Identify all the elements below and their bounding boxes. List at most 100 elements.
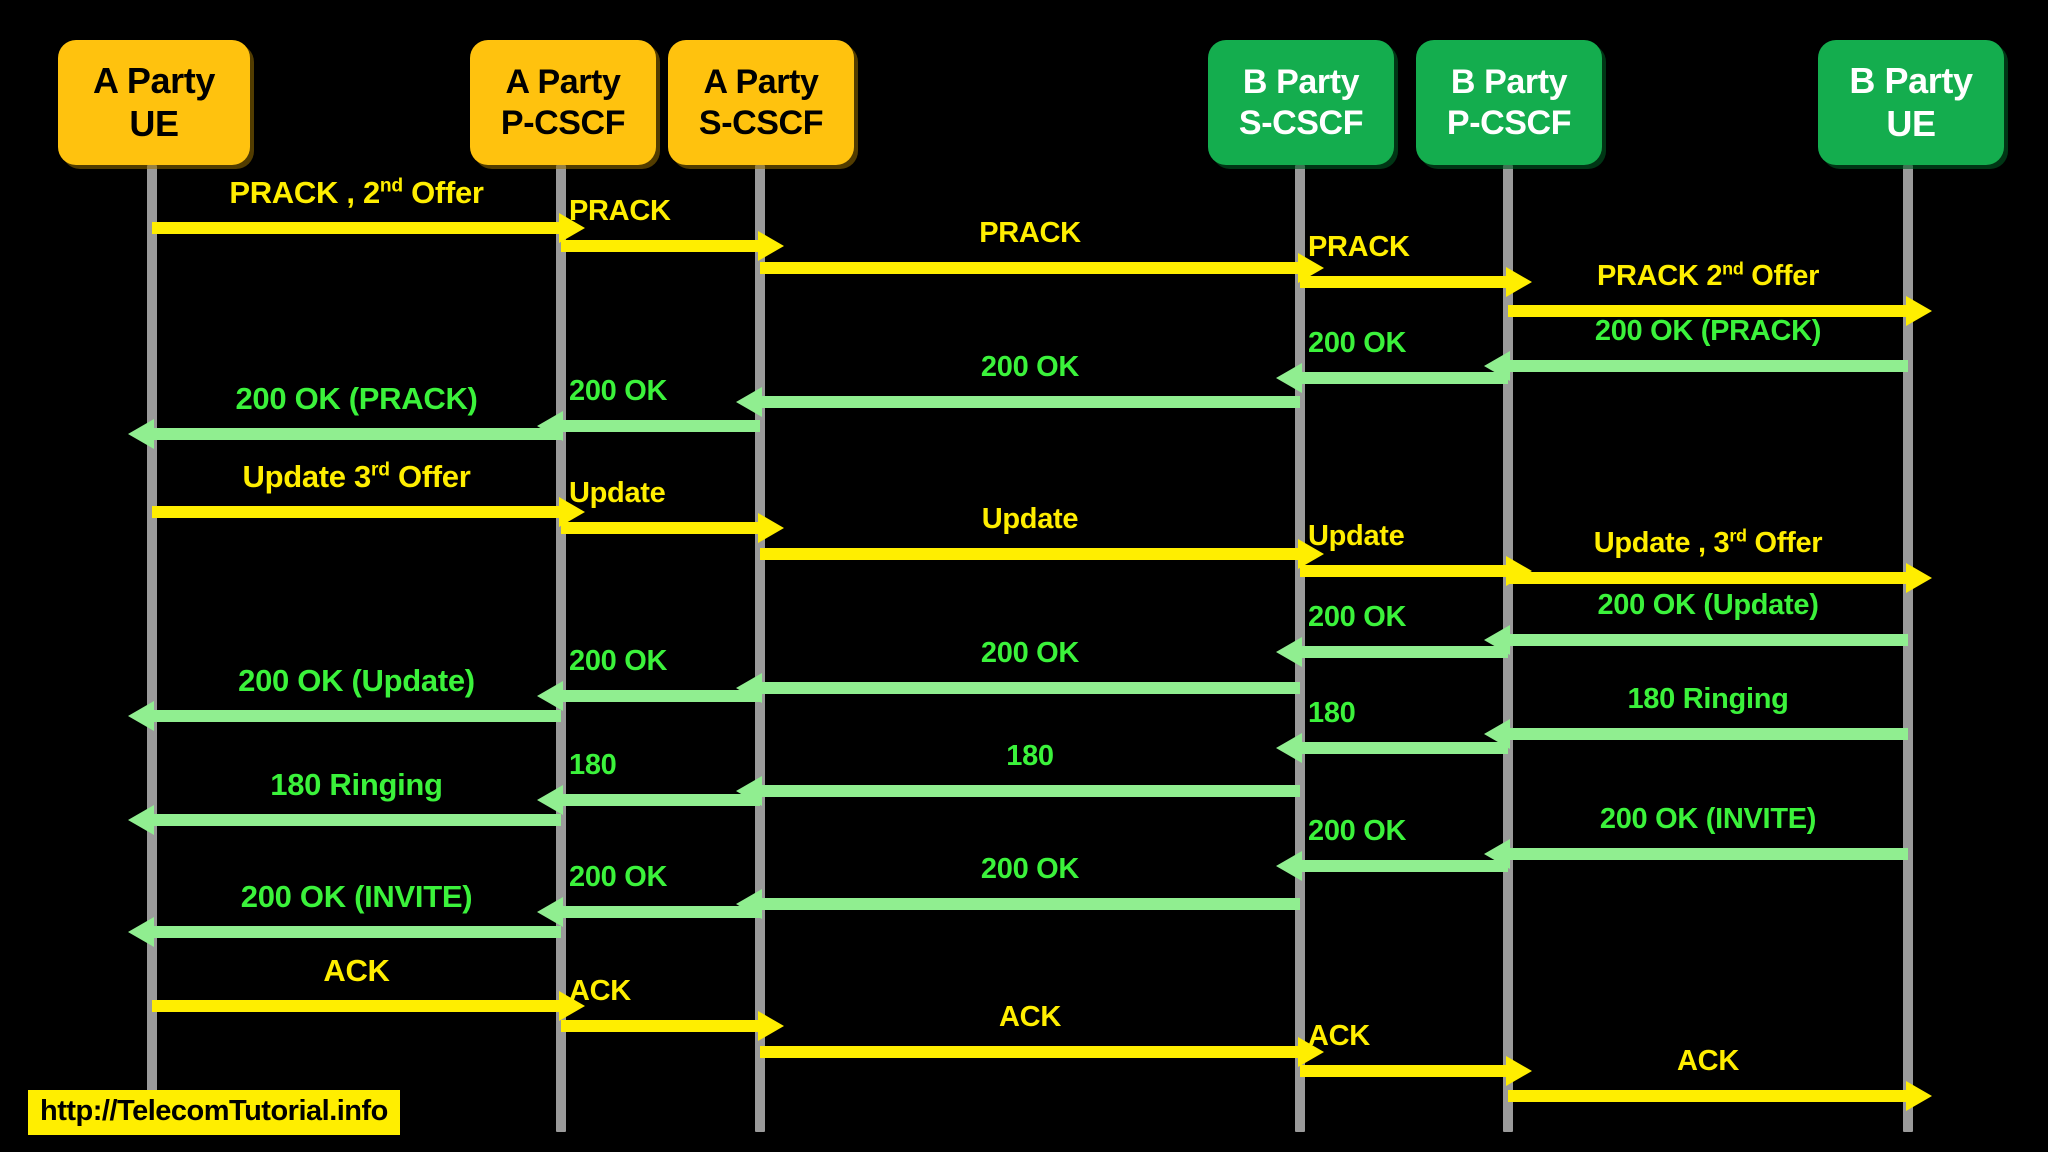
message-shaft bbox=[152, 222, 561, 234]
message-shaft bbox=[152, 506, 561, 518]
message-text: 200 OK bbox=[980, 853, 1080, 885]
arrowhead-icon bbox=[128, 917, 154, 947]
message-label: 180 Ringing bbox=[1627, 685, 1788, 714]
message-label: 180 bbox=[1006, 742, 1054, 771]
message-label: Update bbox=[982, 505, 1079, 534]
message-shaft bbox=[760, 898, 1300, 910]
arrowhead-icon bbox=[559, 213, 585, 243]
message-label: Update , 3rd Offer bbox=[1593, 526, 1823, 559]
message-shaft bbox=[1508, 848, 1908, 860]
arrowhead-icon bbox=[1906, 296, 1932, 326]
message-label: 180 Ringing bbox=[270, 767, 443, 802]
arrowhead-icon bbox=[1506, 267, 1532, 297]
lifeline-a-pcscf bbox=[556, 165, 566, 1132]
message-shaft bbox=[561, 240, 760, 252]
message-ordinal-suffix: nd bbox=[1722, 258, 1744, 279]
message-text: 200 OK (INVITE) bbox=[240, 879, 473, 914]
message-shaft bbox=[561, 420, 760, 432]
message-shaft bbox=[1508, 360, 1908, 372]
message-shaft bbox=[152, 926, 561, 938]
message-text-after: Offer bbox=[1746, 527, 1823, 559]
arrowhead-icon bbox=[537, 785, 563, 815]
message-shaft bbox=[1508, 634, 1908, 646]
message-text: 200 OK (PRACK) bbox=[1594, 315, 1822, 347]
message-text: Update bbox=[1308, 520, 1405, 552]
message-text: 200 OK bbox=[1308, 601, 1407, 633]
arrowhead-icon bbox=[1506, 1056, 1532, 1086]
message-label: 180 bbox=[1308, 699, 1356, 728]
message-text: 180 Ringing bbox=[1627, 683, 1789, 715]
message-shaft bbox=[760, 548, 1300, 560]
arrowhead-icon bbox=[559, 991, 585, 1021]
message-text: PRACK , 2 bbox=[229, 175, 380, 210]
message-ordinal-suffix: rd bbox=[371, 459, 390, 481]
message-shaft bbox=[1300, 646, 1508, 658]
message-text: 200 OK bbox=[569, 645, 668, 677]
message-label: 200 OK bbox=[569, 863, 667, 892]
message-label: 200 OK bbox=[569, 377, 667, 406]
message-text: Update , 3 bbox=[1593, 527, 1730, 559]
arrowhead-icon bbox=[128, 419, 154, 449]
message-shaft bbox=[152, 1000, 561, 1012]
message-label: 200 OK bbox=[1308, 603, 1406, 632]
message-label: 200 OK (INVITE) bbox=[1600, 805, 1817, 834]
message-label: ACK bbox=[999, 1003, 1061, 1032]
site-url-badge[interactable]: http://TelecomTutorial.info bbox=[28, 1090, 400, 1135]
lifeline-a-ue bbox=[147, 165, 157, 1132]
message-text: 200 OK bbox=[1308, 815, 1407, 847]
message-text: ACK bbox=[1677, 1045, 1739, 1077]
arrowhead-icon bbox=[537, 681, 563, 711]
actor-label-line1: A Party bbox=[703, 63, 819, 102]
message-label: 200 OK (Update) bbox=[238, 665, 475, 696]
message-label: 200 OK bbox=[981, 639, 1079, 668]
message-text: 180 bbox=[1006, 740, 1054, 772]
actor-label-line2: S-CSCF bbox=[698, 103, 824, 142]
message-text: 200 OK (PRACK) bbox=[235, 381, 478, 416]
message-text: 180 bbox=[569, 749, 617, 781]
message-shaft bbox=[152, 428, 561, 440]
message-text: 200 OK (Update) bbox=[238, 663, 475, 698]
message-shaft bbox=[1508, 305, 1908, 317]
message-shaft bbox=[760, 785, 1300, 797]
arrowhead-icon bbox=[758, 1011, 784, 1041]
message-label: 180 bbox=[569, 751, 617, 780]
message-text: 200 OK bbox=[980, 637, 1080, 669]
arrowhead-icon bbox=[1276, 851, 1302, 881]
arrowhead-icon bbox=[758, 231, 784, 261]
message-shaft bbox=[1508, 1090, 1908, 1102]
actor-label-line1: A Party bbox=[93, 60, 215, 102]
arrowhead-icon bbox=[128, 805, 154, 835]
message-shaft bbox=[1300, 276, 1508, 288]
arrowhead-icon bbox=[1276, 637, 1302, 667]
actor-label-line1: B Party bbox=[1450, 63, 1568, 102]
message-label: ACK bbox=[1677, 1047, 1739, 1076]
message-text: PRACK 2 bbox=[1596, 260, 1723, 292]
actor-label-line2: UE bbox=[1886, 102, 1936, 144]
message-shaft bbox=[1300, 1065, 1508, 1077]
message-shaft bbox=[561, 522, 760, 534]
actor-label-line2: S-CSCF bbox=[1238, 103, 1364, 142]
lifeline-b-ue bbox=[1903, 165, 1913, 1132]
message-label: 200 OK bbox=[1308, 817, 1406, 846]
message-label: PRACK bbox=[979, 219, 1081, 248]
message-shaft bbox=[152, 710, 561, 722]
actor-label-line1: B Party bbox=[1242, 63, 1360, 102]
arrowhead-icon bbox=[537, 897, 563, 927]
message-text: 180 Ringing bbox=[270, 767, 443, 802]
message-shaft bbox=[152, 814, 561, 826]
message-label: ACK bbox=[1308, 1022, 1370, 1051]
arrowhead-icon bbox=[1298, 539, 1324, 569]
arrowhead-icon bbox=[1906, 1081, 1932, 1111]
message-text: 200 OK bbox=[1308, 327, 1407, 359]
message-text: PRACK bbox=[979, 217, 1081, 249]
arrowhead-icon bbox=[1298, 1037, 1324, 1067]
message-shaft bbox=[1508, 728, 1908, 740]
message-label: PRACK bbox=[569, 197, 671, 226]
